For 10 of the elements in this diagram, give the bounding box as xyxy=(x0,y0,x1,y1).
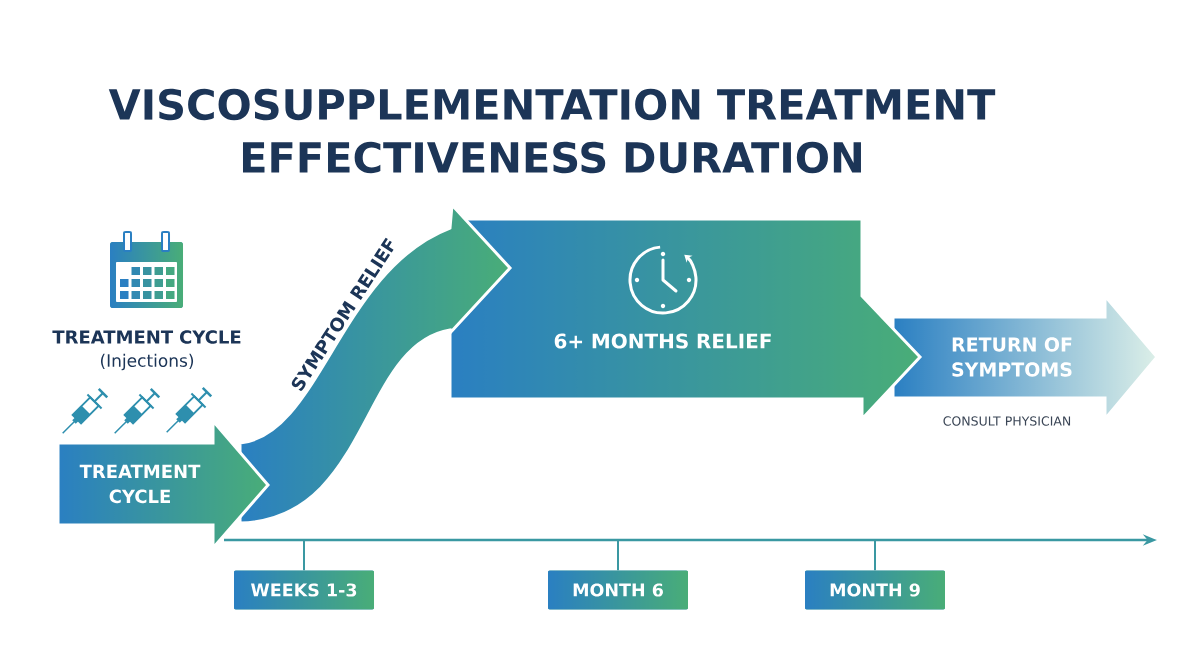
connector-line xyxy=(303,539,305,572)
caption-text: (Injections) xyxy=(100,353,194,371)
title: VISCOSUPPLEMENTATION TREATMENT EFFECTIVENESS DURATION xyxy=(108,88,996,174)
date-box: MONTH 6 xyxy=(548,570,688,610)
date-box: MONTH 9 xyxy=(805,570,945,610)
connector-line xyxy=(874,539,876,572)
stage-heading: TREATMENT CYCLE xyxy=(52,330,241,344)
date-box: WEEKS 1-3 xyxy=(234,570,374,610)
note-text: CONSULT PHYSICIAN xyxy=(943,416,1071,426)
connector-line xyxy=(617,539,619,572)
